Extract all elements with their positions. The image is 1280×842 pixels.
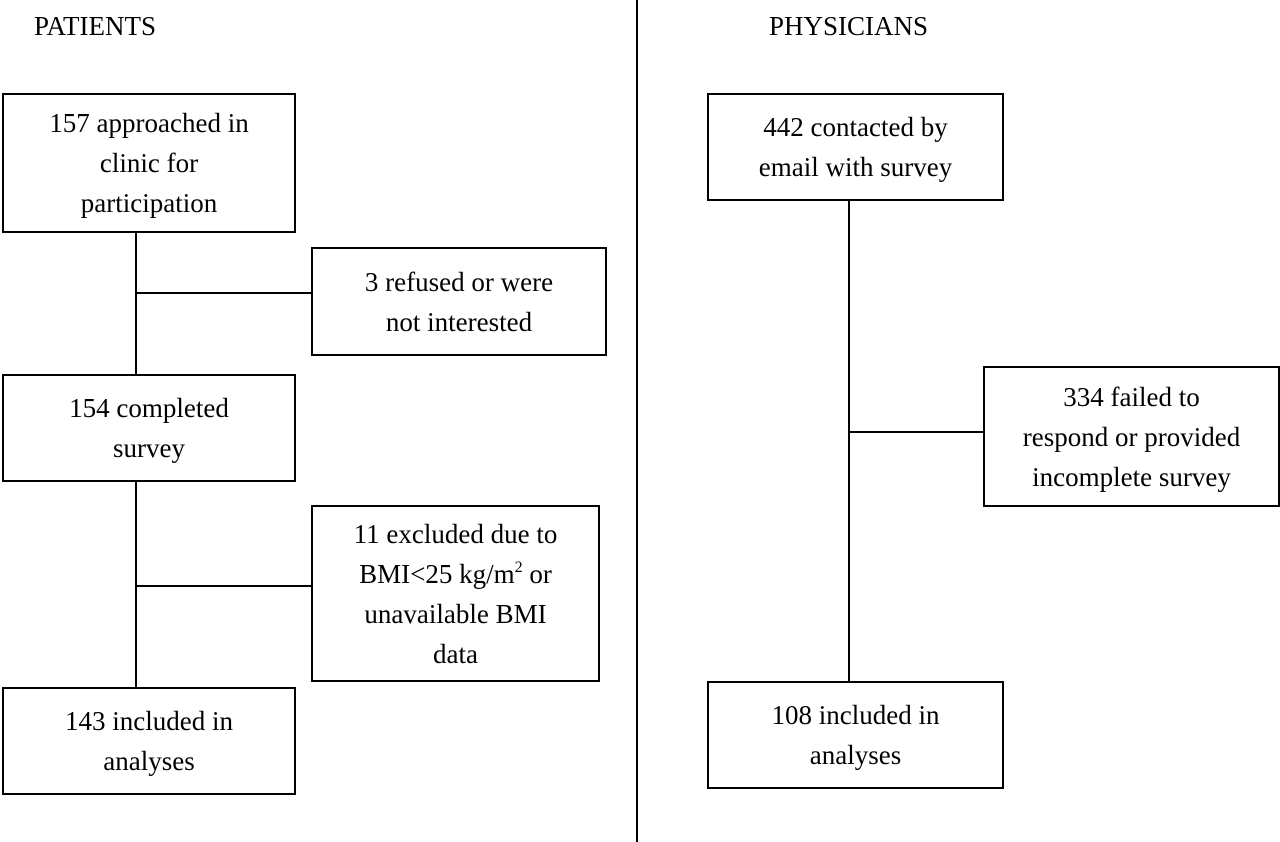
box-line: analyses xyxy=(103,746,195,776)
patients-excluded-box: 11 excluded due to BMI<25 kg/m2 or unava… xyxy=(311,505,600,682)
box-line: analyses xyxy=(809,740,902,770)
bmi-or-text: or xyxy=(522,558,552,589)
box-line: 154 completed xyxy=(69,393,229,423)
box-line: 334 failed to xyxy=(1063,381,1200,412)
physicians-branch-failed xyxy=(848,431,985,433)
physicians-heading: PHYSICIANS xyxy=(769,11,929,41)
physicians-connector xyxy=(848,200,850,682)
patients-refused-box: 3 refused or were not interested xyxy=(311,247,607,356)
box-line: clinic for xyxy=(99,148,199,178)
physicians-included-box: 108 included in analyses xyxy=(707,681,1004,789)
patients-included-box: 143 included in analyses xyxy=(2,687,296,795)
box-line: participation xyxy=(80,188,218,218)
box-line: 143 included in xyxy=(65,706,233,736)
patients-branch-refused xyxy=(135,292,312,294)
box-line: 442 contacted by xyxy=(763,112,948,142)
patients-heading: PATIENTS xyxy=(34,11,157,41)
box-line: respond or provided xyxy=(1022,421,1241,452)
physicians-contacted-box: 442 contacted by email with survey xyxy=(707,93,1004,201)
patients-connector-1 xyxy=(135,232,137,374)
box-line: email with survey xyxy=(758,152,953,182)
box-line: unavailable BMI xyxy=(364,598,547,629)
box-line: 11 excluded due to xyxy=(353,518,558,549)
bmi-unit-exponent: 2 xyxy=(514,558,523,576)
patients-connector-2 xyxy=(135,481,137,688)
box-line: incomplete survey xyxy=(1032,461,1231,492)
physicians-failed-box: 334 failed to respond or provided incomp… xyxy=(983,366,1280,507)
box-line: data xyxy=(433,638,478,669)
box-line: 157 approached in xyxy=(49,108,249,138)
patients-branch-excluded xyxy=(135,585,312,587)
box-line-bmi: BMI<25 kg/m2 or xyxy=(354,554,558,594)
box-line: survey xyxy=(113,433,185,463)
patients-completed-box: 154 completed survey xyxy=(2,374,296,482)
column-divider xyxy=(636,0,638,842)
bmi-threshold-text: BMI<25 kg/m xyxy=(359,558,515,589)
box-line: 3 refused or were xyxy=(364,266,554,297)
box-line: not interested xyxy=(385,306,533,337)
patients-approached-box: 157 approached in clinic for participati… xyxy=(2,93,296,233)
box-line: 108 included in xyxy=(771,700,940,730)
